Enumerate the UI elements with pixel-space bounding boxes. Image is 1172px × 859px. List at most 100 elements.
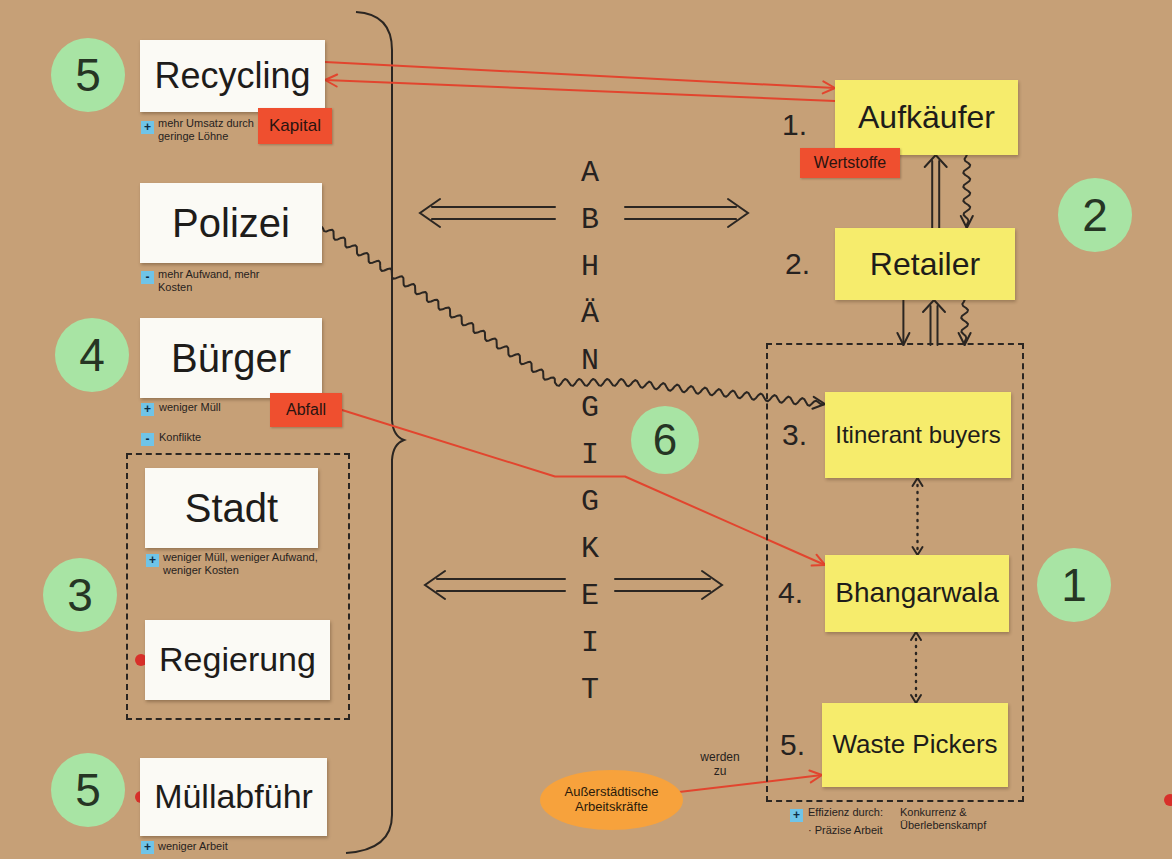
connector bbox=[959, 300, 971, 345]
rank-number: 5. bbox=[780, 730, 805, 760]
node-text: 5 bbox=[75, 49, 101, 102]
arrowhead bbox=[911, 695, 921, 703]
arrowhead bbox=[809, 771, 822, 783]
plus-minus-sign: - bbox=[141, 433, 154, 446]
connector-line bbox=[963, 155, 970, 228]
arrowhead bbox=[812, 397, 825, 409]
node-text: 5 bbox=[75, 764, 101, 817]
connector bbox=[961, 155, 973, 228]
callout-circle: 3 bbox=[43, 558, 117, 632]
node-text: Abfall bbox=[286, 401, 326, 419]
edge-label: werden zu bbox=[695, 749, 745, 779]
arrowhead bbox=[913, 547, 923, 555]
annotation-note: · Präzise Arbeit bbox=[808, 824, 903, 837]
node-text: Itinerant buyers bbox=[835, 421, 1000, 449]
double-arrow-right bbox=[615, 571, 722, 599]
callout-circle: 2 bbox=[1058, 178, 1132, 252]
node-text: 3 bbox=[67, 569, 93, 622]
actor-card: Bürger bbox=[140, 318, 322, 398]
connector bbox=[911, 632, 921, 703]
node-text: Außerstädtische Arbeitskräfte bbox=[554, 785, 669, 815]
chain-card: Waste Pickers bbox=[822, 703, 1008, 787]
chain-card: Bhangarwala bbox=[825, 555, 1009, 632]
plus-minus-sign: + bbox=[141, 403, 154, 416]
actor-card: Müllabführ bbox=[140, 758, 327, 836]
chain-card: Retailer bbox=[835, 228, 1015, 300]
node-text: 2 bbox=[1082, 189, 1108, 242]
connector-line bbox=[915, 632, 917, 703]
node-text: Kapital bbox=[269, 116, 321, 136]
rank-number: 3. bbox=[782, 420, 807, 450]
annotation-note: mehr Aufwand, mehr Kosten bbox=[158, 268, 268, 294]
red-note: Wertstoffe bbox=[800, 148, 900, 178]
plus-minus-sign: + bbox=[141, 121, 154, 134]
node-text: Regierung bbox=[159, 640, 316, 679]
callout-circle: 5 bbox=[51, 38, 125, 112]
arrowhead bbox=[959, 333, 971, 345]
connector bbox=[897, 300, 909, 345]
connector-line bbox=[322, 227, 825, 406]
node-text: Aufkäufer bbox=[858, 99, 995, 136]
annotation-note: mehr Umsatz durch geringe Löhne bbox=[158, 117, 256, 143]
connector-line bbox=[325, 80, 835, 101]
connector bbox=[923, 300, 945, 345]
rank-number: 1. bbox=[782, 110, 807, 140]
annotation-note: weniger Müll bbox=[159, 401, 264, 414]
arrowhead bbox=[823, 81, 835, 93]
connector bbox=[325, 62, 835, 93]
actor-card: Regierung bbox=[145, 620, 330, 700]
actor-card: Recycling bbox=[140, 40, 325, 112]
node-text: Müllabführ bbox=[154, 777, 313, 816]
node-text: Stadt bbox=[185, 485, 278, 531]
orange-oval: Außerstädtische Arbeitskräfte bbox=[540, 770, 683, 830]
connector-line bbox=[916, 478, 918, 555]
node-text: Polizei bbox=[172, 200, 290, 246]
rank-number: 4. bbox=[778, 578, 803, 608]
callout-circle: 4 bbox=[55, 318, 129, 392]
connector-line bbox=[932, 161, 939, 228]
plus-minus-sign: - bbox=[141, 271, 154, 284]
node-text: Bürger bbox=[171, 335, 291, 381]
callout-circle: 5 bbox=[51, 753, 125, 827]
node-text: Waste Pickers bbox=[832, 730, 997, 760]
dashed-group: Itinerant buyersBhangarwalaWaste Pickers bbox=[768, 345, 1022, 800]
arrowhead bbox=[923, 300, 945, 312]
chain-card: Aufkäufer bbox=[835, 80, 1018, 155]
connector bbox=[925, 155, 947, 228]
plus-minus-sign: + bbox=[790, 809, 803, 822]
arrowhead bbox=[325, 75, 337, 87]
vertical-heading: ABHÄNGIGKEIT bbox=[575, 150, 605, 714]
node-text: 4 bbox=[79, 329, 105, 382]
red-dot bbox=[1164, 794, 1172, 806]
arrowhead bbox=[911, 632, 921, 640]
node-text: 6 bbox=[653, 415, 677, 466]
actor-card: Stadt bbox=[145, 468, 318, 548]
node-text: Retailer bbox=[870, 246, 980, 283]
arrowhead bbox=[925, 155, 947, 167]
plus-minus-sign: + bbox=[146, 554, 159, 567]
connector bbox=[322, 227, 825, 409]
connector bbox=[325, 75, 835, 102]
rank-number: 2. bbox=[785, 249, 810, 279]
red-note: Abfall bbox=[270, 393, 342, 427]
connector-line bbox=[902, 300, 904, 345]
arrowhead bbox=[897, 333, 909, 345]
curly-bracket bbox=[346, 12, 404, 853]
annotation-note: Konflikte bbox=[159, 431, 259, 444]
double-arrow-right bbox=[625, 199, 748, 227]
plus-minus-sign: + bbox=[141, 841, 154, 854]
red-note: Kapital bbox=[258, 108, 332, 144]
arrowhead bbox=[961, 216, 973, 228]
annotation-note: Effizienz durch: bbox=[808, 806, 903, 819]
connector bbox=[913, 478, 923, 555]
node-text: Wertstoffe bbox=[814, 154, 886, 172]
double-arrow-left bbox=[425, 571, 565, 599]
callout-circle: 6 bbox=[631, 406, 699, 474]
connector-line bbox=[931, 306, 938, 345]
chain-card: Itinerant buyers bbox=[825, 392, 1011, 478]
annotation-note: weniger Arbeit bbox=[158, 840, 278, 853]
callout-circle: 1 bbox=[1037, 548, 1111, 622]
arrowhead bbox=[812, 555, 825, 566]
annotation-note: weniger Müll, weniger Aufwand, weniger K… bbox=[163, 551, 341, 577]
